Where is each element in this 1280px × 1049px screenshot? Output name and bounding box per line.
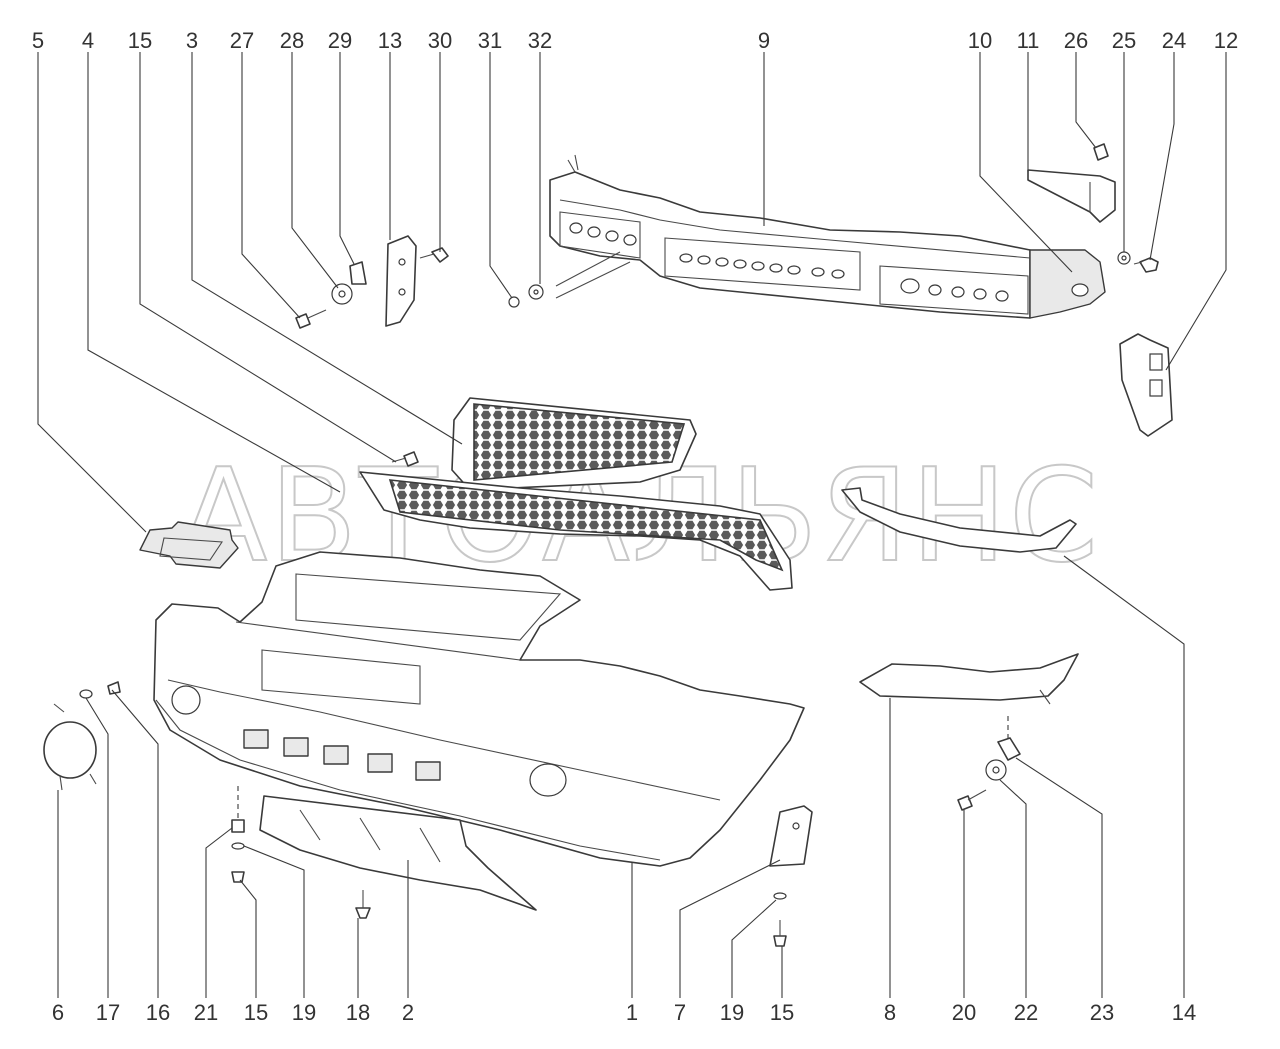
callout-22: 22 (1014, 1000, 1038, 1025)
part-12-bracket (1119, 333, 1173, 437)
part-18-screw (355, 890, 371, 919)
callout-18: 18 (346, 1000, 370, 1025)
part-20-screw (957, 789, 987, 811)
part-15-screw-left (231, 871, 245, 883)
callout-16: 16 (146, 1000, 170, 1025)
callout-28: 28 (280, 28, 304, 53)
part-19-washer-right (773, 892, 787, 900)
callout-15-left: 15 (244, 1000, 268, 1025)
part-8-corner-trim (859, 653, 1079, 705)
callouts-top: 5 4 15 3 27 28 29 13 30 31 32 9 10 11 26… (32, 28, 1238, 53)
callout-7: 7 (674, 1000, 686, 1025)
part-9-bumper-beam (549, 154, 1106, 319)
part-3-upper-grille (451, 397, 697, 491)
callout-26: 26 (1064, 28, 1088, 53)
part-22-washer (985, 759, 1007, 781)
callout-19-left: 19 (292, 1000, 316, 1025)
callout-14: 14 (1172, 1000, 1196, 1025)
part-32-washer (528, 284, 544, 300)
part-19-washer-left (231, 842, 245, 850)
callout-23: 23 (1090, 1000, 1114, 1025)
callout-13: 13 (378, 28, 402, 53)
callout-31: 31 (478, 28, 502, 53)
callout-32: 32 (528, 28, 552, 53)
callout-29: 29 (328, 28, 352, 53)
callout-9: 9 (758, 28, 770, 53)
callout-1: 1 (626, 1000, 638, 1025)
callout-24: 24 (1162, 28, 1186, 53)
part-30-bolt (419, 247, 449, 263)
callout-4: 4 (82, 28, 94, 53)
callout-17: 17 (96, 1000, 120, 1025)
part-25-washer (1117, 251, 1131, 265)
part-24-bolt (1133, 257, 1159, 273)
part-6-fog-lamp (43, 703, 97, 791)
callout-19-right: 19 (720, 1000, 744, 1025)
callout-27: 27 (230, 28, 254, 53)
callout-2: 2 (402, 1000, 414, 1025)
callout-11: 11 (1017, 28, 1040, 53)
part-14-side-molding (841, 487, 1077, 553)
part-27-screw (295, 309, 327, 329)
callout-6: 6 (52, 1000, 64, 1025)
callout-8: 8 (884, 1000, 896, 1025)
part-17-washer (79, 689, 93, 699)
callouts-bottom: 6 17 16 21 15 19 18 2 1 7 19 15 8 20 22 … (52, 1000, 1196, 1025)
callout-15: 15 (128, 28, 152, 53)
part-28-washer (331, 283, 353, 305)
callout-5: 5 (32, 28, 44, 53)
part-5-emblem (139, 521, 239, 569)
callout-20: 20 (952, 1000, 976, 1025)
callout-21: 21 (194, 1000, 218, 1025)
part-26-clip (1093, 143, 1109, 161)
callout-30: 30 (428, 28, 452, 53)
part-13-bracket (385, 235, 417, 327)
part-31-nut (508, 296, 520, 308)
callout-15-right: 15 (770, 1000, 794, 1025)
callout-25: 25 (1112, 28, 1136, 53)
part-23-clip (997, 737, 1021, 761)
callout-12: 12 (1214, 28, 1238, 53)
part-29-clip (349, 261, 367, 285)
part-2-skid-plate (259, 795, 537, 911)
part-21-clip (231, 819, 245, 833)
part-15-screw-right (773, 920, 787, 947)
callout-10: 10 (968, 28, 992, 53)
leader-lines (37, 52, 1227, 998)
part-7-bracket (769, 805, 813, 867)
part-16-screw (107, 681, 121, 695)
part-1-bumper-cover (153, 551, 805, 867)
part-4-lower-grille (359, 471, 793, 591)
callout-3: 3 (186, 28, 198, 53)
part-11-bracket (1027, 169, 1116, 223)
